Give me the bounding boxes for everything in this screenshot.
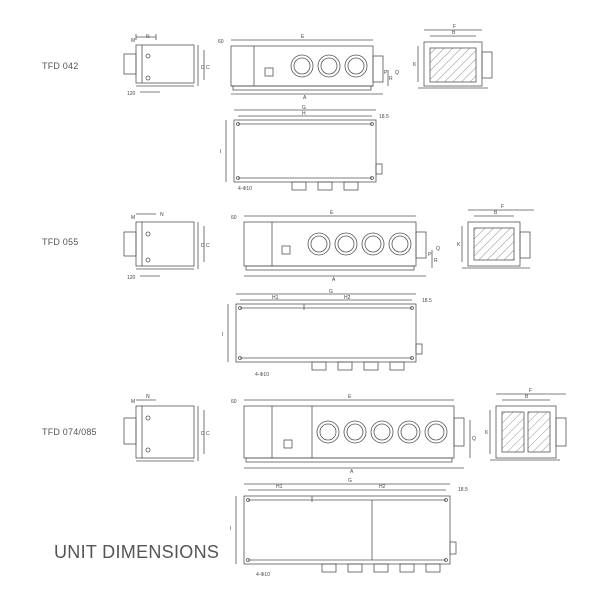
tfd074-label-b: B: [525, 394, 529, 400]
tfd055-label-p: P: [428, 252, 432, 258]
tfd074-side-view: [123, 399, 205, 462]
tfd042-top-view: [225, 109, 383, 191]
tfd042-label-i: I: [220, 149, 221, 155]
tfd074-top-view: [235, 483, 457, 573]
tfd074-label-h1: H1: [276, 484, 283, 490]
tfd055-label-a: A: [332, 277, 336, 283]
tfd074-label-n: N: [146, 394, 150, 400]
tfd055-end-view: [461, 209, 534, 269]
tfd074-label-f: F: [529, 388, 532, 394]
tfd042-label-m: M: [131, 38, 135, 44]
tfd042-label-60: 60: [218, 39, 224, 45]
tfd055-label-hole: 4-Φ10: [255, 372, 269, 378]
tfd042-label-r: R: [389, 76, 393, 82]
tfd055-label-n: N: [160, 212, 164, 218]
tfd055-label-m: M: [131, 215, 135, 221]
tfd042-label-h: H: [302, 111, 306, 117]
tfd074-label-60: 60: [231, 399, 237, 405]
model-label-tfd042: TFD 042: [42, 61, 79, 71]
tfd042-label-d: D: [201, 65, 205, 71]
tfd055-label-e: E: [330, 210, 334, 216]
page-title: UNIT DIMENSIONS: [54, 542, 220, 562]
tfd055-top-view: [227, 293, 423, 371]
model-label-tfd055: TFD 055: [42, 237, 79, 247]
tfd074-drawings: [123, 393, 567, 573]
tfd055-label-c: C: [206, 243, 210, 249]
tfd055-label-d: D: [201, 243, 205, 249]
tfd042-end-view: [417, 29, 493, 89]
tfd042-label-p: P: [384, 70, 388, 76]
tfd074-label-m: M: [131, 399, 135, 405]
tfd055-label-h1: H1: [272, 295, 279, 301]
tfd055-label-g: G: [329, 289, 333, 295]
tfd055-label-q: Q: [436, 246, 440, 252]
tfd042-label-c: C: [206, 65, 210, 71]
tfd055-label-f: F: [501, 204, 504, 210]
tfd074-front-view: [243, 399, 471, 469]
tfd074-label-c: C: [206, 431, 210, 437]
tfd055-label-120: 120: [127, 275, 136, 281]
tfd042-label-f: F: [453, 24, 456, 30]
tfd074-label-e: E: [348, 394, 352, 400]
tfd042-label-n: N: [146, 34, 150, 40]
tfd042-label-k: K: [413, 62, 417, 68]
tfd074-label-k: K: [485, 430, 489, 436]
tfd074-label-q: Q: [472, 436, 476, 442]
tfd074-label-hole: 4-Φ10: [256, 572, 270, 578]
tfd055-front-view: [243, 215, 433, 277]
tfd042-label-q: Q: [395, 70, 399, 76]
tfd074-label-d: D: [201, 431, 205, 437]
tfd042-label-a: A: [303, 95, 307, 101]
tfd074-label-18-5: 18.5: [458, 487, 468, 493]
tfd055-label-b: B: [494, 210, 498, 216]
tfd042-front-view: [230, 39, 389, 95]
tfd042-side-view: [123, 34, 205, 93]
tfd042-label-b: B: [452, 30, 456, 36]
tfd042-label-18-5: 18.5: [379, 114, 389, 120]
tfd042-label-g: G: [302, 105, 306, 111]
tfd074-label-h2: H2: [379, 484, 386, 490]
tfd074-label-g: G: [348, 478, 352, 484]
tfd042-label-e: E: [301, 34, 305, 40]
tfd055-label-k: K: [457, 242, 461, 248]
tfd074-label-i: I: [230, 526, 231, 532]
tfd055-label-h2: H2: [344, 295, 351, 301]
tfd074-label-a: A: [350, 469, 354, 475]
tfd055-drawings: [123, 209, 534, 371]
tfd042-label-hole: 4-Φ10: [238, 186, 252, 192]
tfd055-label-r: R: [434, 258, 438, 264]
tfd042-drawings: [123, 29, 493, 191]
tfd055-label-60: 60: [231, 215, 237, 221]
tfd055-label-i: I: [222, 332, 223, 338]
model-label-tfd074-085: TFD 074/085: [42, 427, 97, 437]
tfd042-label-120: 120: [127, 91, 136, 97]
tfd074-end-view: [489, 393, 567, 461]
tfd055-label-18-5: 18.5: [422, 298, 432, 304]
tfd055-side-view: [123, 213, 205, 277]
